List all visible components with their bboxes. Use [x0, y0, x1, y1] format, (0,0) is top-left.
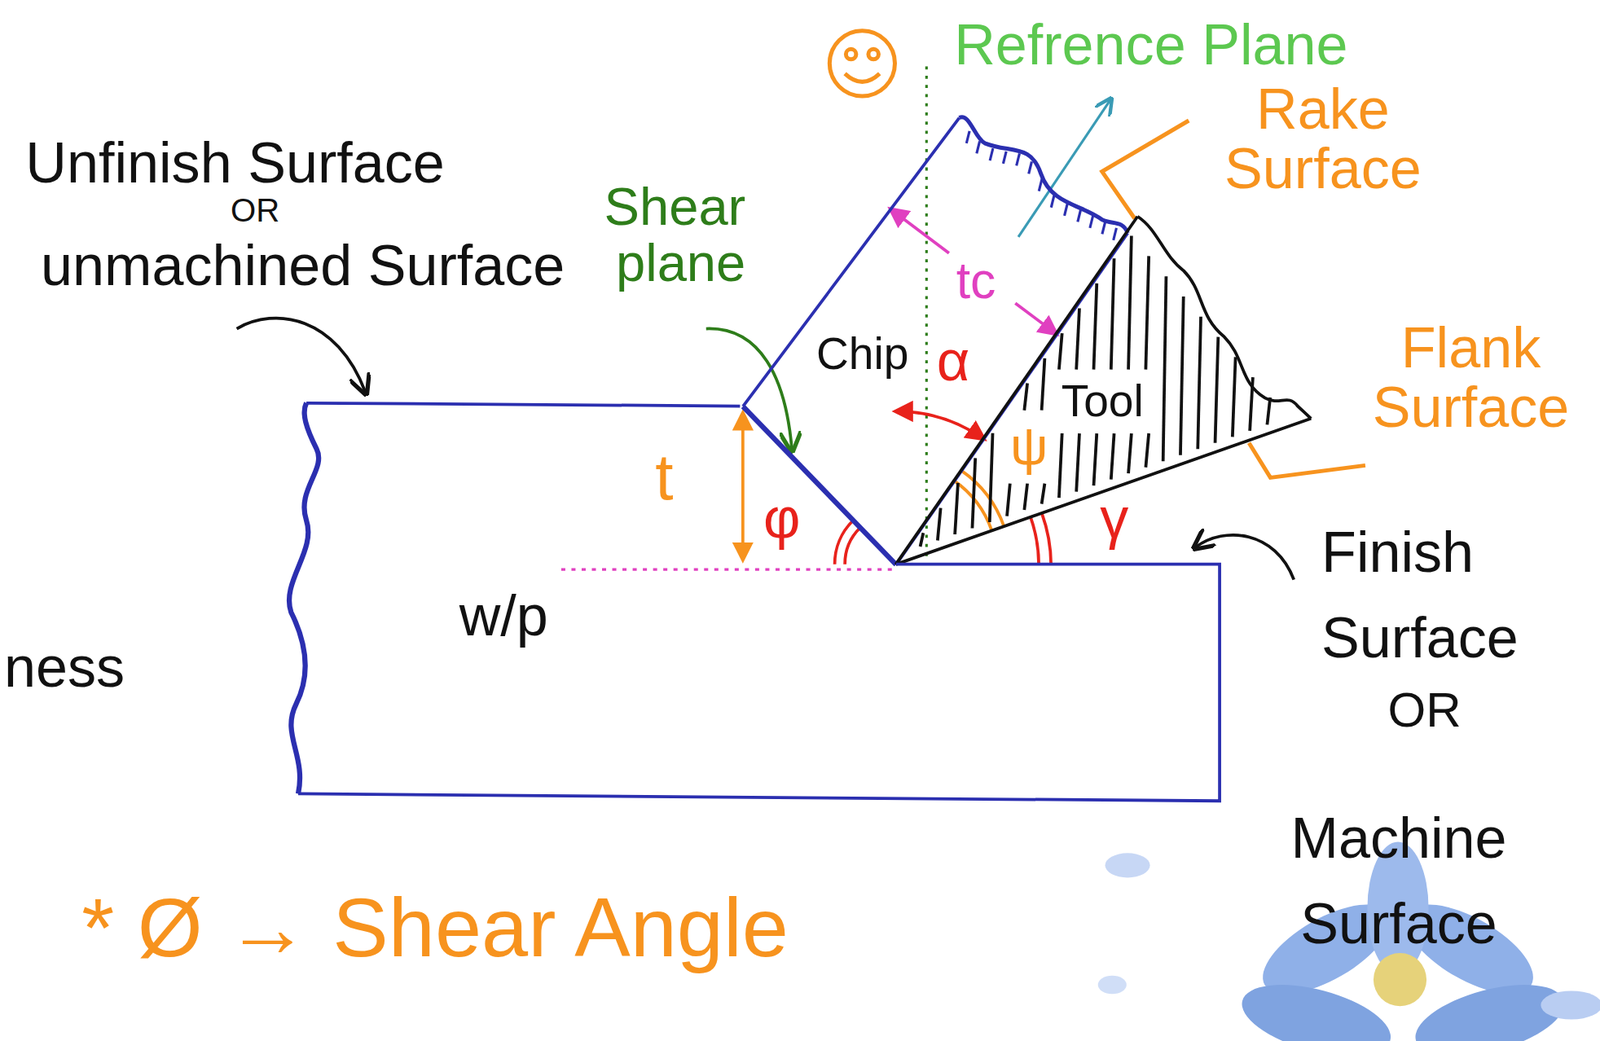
hatch-line [1128, 433, 1132, 474]
hatch-line [1094, 433, 1098, 486]
reference-plane-label: Refrence Plane [953, 12, 1348, 79]
hatch-line [1059, 433, 1063, 498]
wedge-angle-arc [961, 470, 1005, 528]
hatch-line [1024, 483, 1029, 510]
hatch-line [1094, 283, 1098, 370]
chip-thickness-arrow [1015, 303, 1056, 335]
surface-label: Unfinish Surface [25, 130, 445, 197]
hatch-line [1111, 433, 1115, 480]
hatch-line [1076, 433, 1080, 493]
hatch-line [1076, 307, 1080, 370]
hatch-line [1232, 356, 1236, 437]
part-name: Chip [816, 328, 909, 380]
hatch-line [1249, 377, 1253, 431]
hatch-line [1059, 333, 1063, 370]
hatch-line [1267, 397, 1271, 425]
hatch-line [1111, 258, 1115, 370]
surface-label: Machine Surface [1290, 795, 1507, 968]
surface-label: unmachined Surface [40, 232, 565, 299]
shear-angle-arc [844, 527, 861, 565]
reference-plane-line [925, 66, 928, 560]
hatch-line [1215, 336, 1219, 443]
leader-line [706, 328, 792, 449]
hatch-line [989, 432, 994, 522]
hatch-line [1146, 255, 1150, 370]
hatch-line [1041, 358, 1046, 411]
hatch-line [1163, 276, 1167, 462]
hatch-line [920, 532, 924, 547]
thickness-arrow [741, 413, 745, 559]
flank-surface-label: Flank Surface [1372, 318, 1570, 439]
clearance-angle-arc [1030, 517, 1039, 565]
note-text: * Ø → Shear Angle [81, 879, 789, 976]
clearance-angle-symbol: γ [1099, 485, 1129, 552]
rake-surface-label: Rake Surface [1224, 79, 1422, 200]
rake-angle-arc [896, 411, 985, 440]
rake-angle-symbol: α [936, 328, 971, 395]
reference-extension-line [561, 568, 893, 572]
surface-label: Finish Surface [1321, 509, 1519, 682]
hatch-line [1128, 235, 1132, 370]
partial-text: ness [4, 634, 125, 701]
workpiece-shape: w/p [285, 395, 1227, 807]
hatch-line [1006, 483, 1011, 516]
or-label: OR [1387, 681, 1461, 739]
leader-line [1248, 443, 1366, 479]
part-name: Tool [1061, 375, 1144, 427]
workpiece-shape-outline [285, 395, 1227, 807]
shear-angle-arc [835, 520, 854, 565]
hatch-line [937, 507, 941, 541]
depth-of-cut-symbol: t [654, 439, 673, 515]
shear-angle-symbol: φ [763, 485, 800, 552]
hatch-line [1146, 433, 1150, 468]
clearance-angle-arc [1041, 513, 1051, 565]
chip-thickness-symbol: tc [956, 250, 997, 310]
leader-line [237, 318, 366, 393]
smiley-icon [829, 30, 895, 97]
hatch-line [1024, 382, 1029, 410]
shear-plane-label: Shear plane [604, 179, 747, 291]
hatch-line [972, 457, 976, 528]
hatch-line [954, 483, 959, 535]
or-label: OR [230, 191, 280, 229]
hatch-line [1197, 316, 1201, 449]
leader-line [1102, 120, 1189, 219]
hatch-line [1041, 483, 1046, 504]
hatch-line [1180, 296, 1184, 456]
chip-thickness-arrow [890, 209, 949, 254]
part-name: w/p [459, 583, 549, 650]
wedge-angle-symbol: ψ [1010, 416, 1048, 478]
leader-line [1195, 535, 1294, 581]
